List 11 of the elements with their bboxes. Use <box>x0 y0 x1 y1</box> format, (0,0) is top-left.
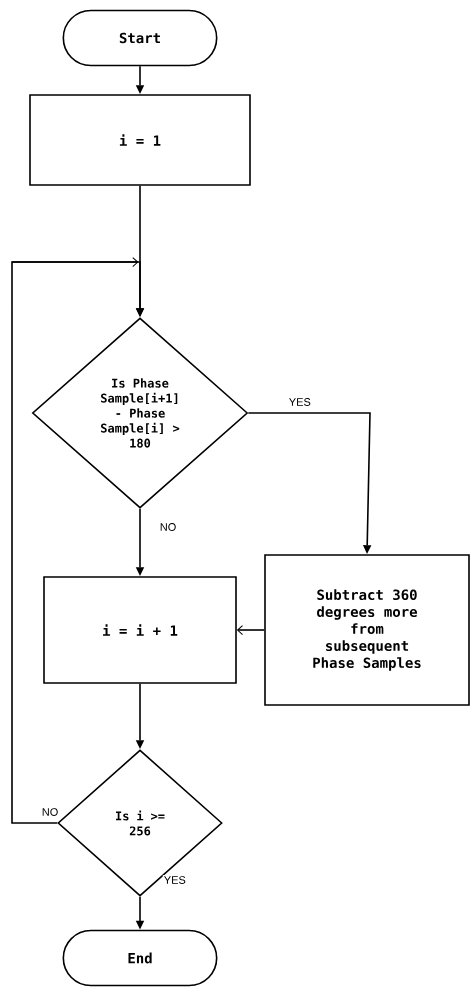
edge-label: NO <box>40 807 60 817</box>
terminal-box: Start <box>62 9 218 67</box>
arrow <box>237 625 265 635</box>
process-box: i = i + 1 <box>43 576 237 684</box>
process-box: Subtract 360 degrees more from subsequent Phase Samples <box>264 554 470 706</box>
arrow <box>11 257 145 824</box>
terminal-box: End <box>62 929 218 987</box>
edge-label: YES <box>287 397 312 407</box>
process-box: i = 1 <box>29 94 251 186</box>
edge-label: NO <box>158 522 178 532</box>
edge-label: YES <box>162 875 187 885</box>
